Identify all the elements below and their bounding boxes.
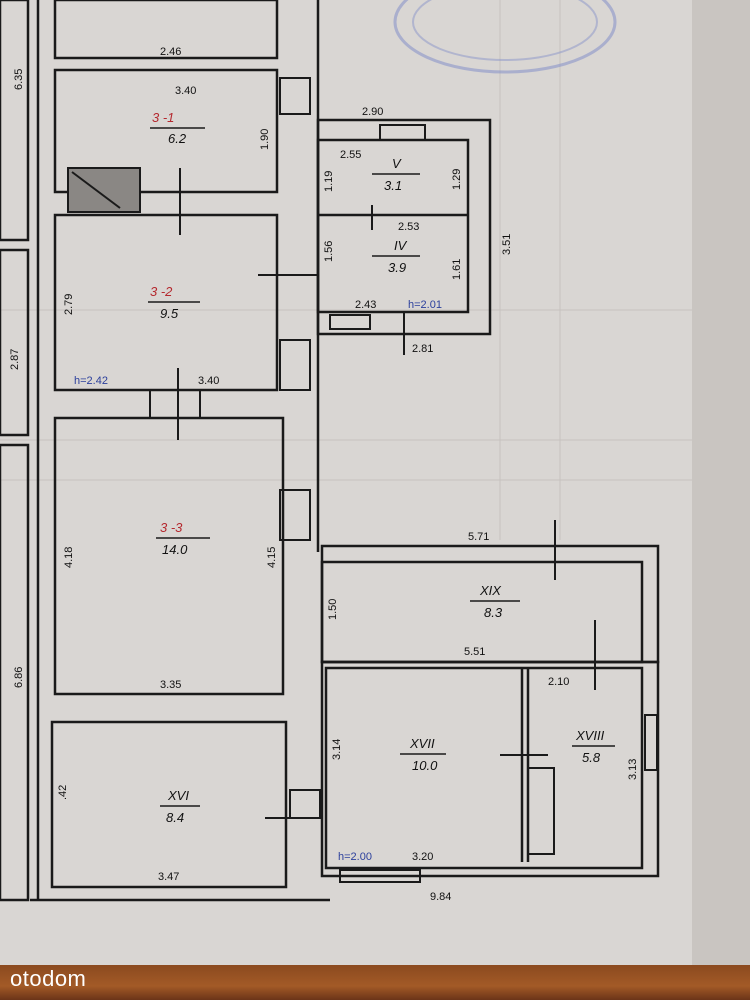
dim-4-15: 4.15 xyxy=(266,547,278,568)
dim-3-47: 3.47 xyxy=(158,871,179,883)
dim-3-13: 3.13 xyxy=(627,759,639,780)
dim-0-42: .42 xyxy=(57,785,69,800)
room-XVI-number: XVI xyxy=(167,788,189,803)
stove-icon xyxy=(67,167,555,855)
dim-3-40-mid: 3.40 xyxy=(198,375,219,387)
dim-2-46: 2.46 xyxy=(160,46,181,58)
height-label-1: h=2.01 xyxy=(408,299,442,311)
room-XVI-area: 8.4 xyxy=(166,810,184,825)
dim-5-51: 5.51 xyxy=(464,646,485,658)
dim-1-29: 1.29 xyxy=(451,169,463,190)
paper-sheet-underlay xyxy=(692,0,750,965)
dim-6-86: 6.86 xyxy=(13,667,25,688)
otodom-watermark: otodom xyxy=(10,966,87,991)
height-label-3: h=2.00 xyxy=(338,851,372,863)
wooden-surface xyxy=(0,965,750,1000)
room-V-area: 3.1 xyxy=(384,178,402,193)
room-XVIII-area: 5.8 xyxy=(582,750,601,765)
room-XIX-number: XIX xyxy=(479,583,502,598)
dim-2-53: 2.53 xyxy=(398,221,419,233)
room-IV-number: IV xyxy=(394,238,408,253)
room-3-1-number: 3 -1 xyxy=(152,110,174,125)
paper-sheet xyxy=(0,0,692,1000)
dim-3-35: 3.35 xyxy=(160,679,181,691)
room-3-1-area: 6.2 xyxy=(168,131,187,146)
dim-4-18: 4.18 xyxy=(63,547,75,568)
room-3-3-number: 3 -3 xyxy=(160,520,183,535)
dim-3-20: 3.20 xyxy=(412,851,433,863)
dim-3-14: 3.14 xyxy=(331,739,343,760)
dim-5-71: 5.71 xyxy=(468,531,489,543)
room-3-3-area: 14.0 xyxy=(162,542,188,557)
room-3-2-number: 3 -2 xyxy=(150,284,173,299)
dim-1-56: 1.56 xyxy=(323,241,335,262)
room-XVII-area: 10.0 xyxy=(412,758,438,773)
dim-1-61: 1.61 xyxy=(451,259,463,280)
dim-2-10: 2.10 xyxy=(548,676,569,688)
room-IV-area: 3.9 xyxy=(388,260,406,275)
door-marks xyxy=(149,77,658,883)
dim-1-50: 1.50 xyxy=(327,599,339,620)
dim-1-90: 1.90 xyxy=(259,129,271,150)
height-label-2: h=2.42 xyxy=(74,375,108,387)
dim-2-87: 2.87 xyxy=(9,349,21,370)
dim-1-19: 1.19 xyxy=(323,171,335,192)
room-3-2-area: 9.5 xyxy=(160,306,179,321)
area-underlines xyxy=(148,127,615,807)
dim-3-51: 3.51 xyxy=(501,234,513,255)
dim-2-81: 2.81 xyxy=(412,343,433,355)
room-XVIII-number: XVIII xyxy=(575,728,605,743)
dim-3-40-top: 3.40 xyxy=(175,85,196,97)
dim-2-90: 2.90 xyxy=(362,106,383,118)
room-V-number: V xyxy=(392,156,402,171)
dim-9-84: 9.84 xyxy=(430,891,451,903)
dim-2-79: 2.79 xyxy=(63,294,75,315)
grid-lines xyxy=(0,0,692,540)
room-XIX-area: 8.3 xyxy=(484,605,503,620)
dim-6-35: 6.35 xyxy=(13,69,25,90)
walls xyxy=(0,0,660,902)
room-XVII-number: XVII xyxy=(409,736,435,751)
stamp xyxy=(393,0,617,74)
dim-2-43: 2.43 xyxy=(355,299,376,311)
dim-2-55: 2.55 xyxy=(340,149,361,161)
